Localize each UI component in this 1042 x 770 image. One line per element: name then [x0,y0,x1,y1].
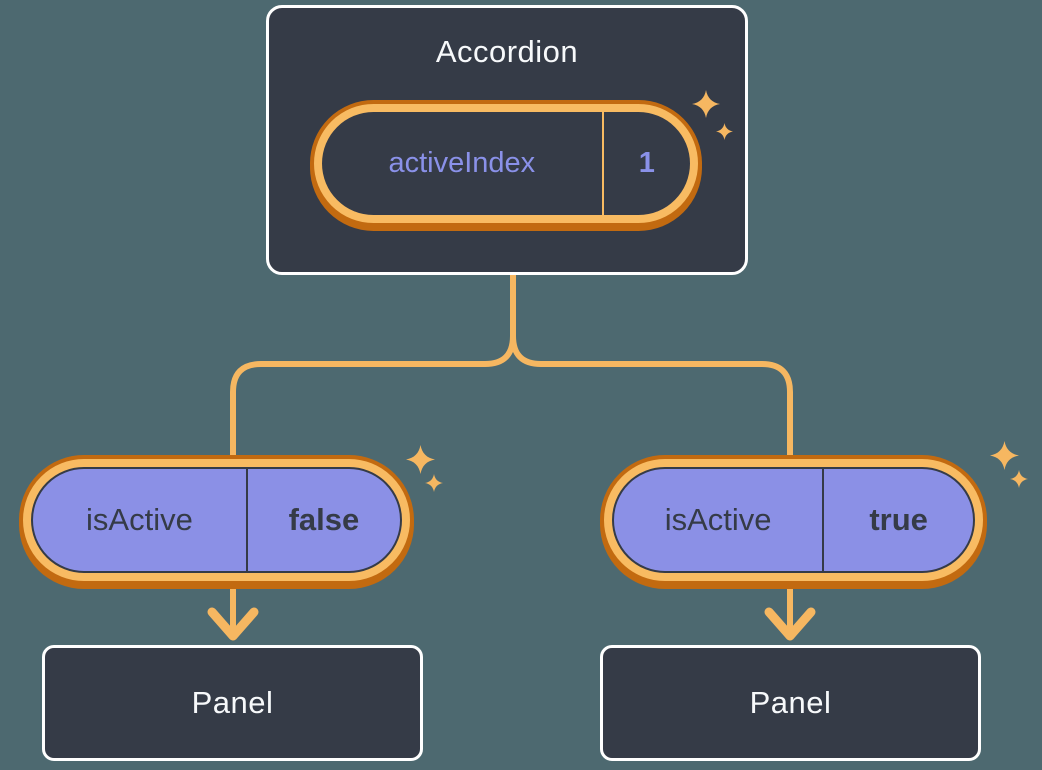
connector-right-branch [510,250,793,632]
panel-label: Panel [749,685,832,720]
panel-label: Panel [191,685,274,720]
sparkle-icon [692,90,720,118]
sparkle-icon [406,445,435,474]
prop-name: isActive [86,502,193,537]
panel-box: Panel [42,645,423,761]
state-value: 1 [638,147,655,179]
sparkle-icon [1010,470,1028,488]
pill-divider [601,112,604,215]
arrow-down-icon [764,607,816,641]
arrow-down-icon [207,607,259,641]
prop-pill-false: isActive false [19,455,414,585]
state-pill: activeIndex 1 [310,100,702,227]
prop-value: true [869,502,928,537]
prop-pill-true: isActive true [600,455,987,585]
prop-value: false [288,502,360,537]
sparkle-icon [990,441,1019,470]
pill-divider [245,469,248,571]
pill-divider [822,469,825,571]
sparkle-icon [425,474,443,492]
sparkle-icon [716,123,733,140]
panel-box: Panel [600,645,981,761]
prop-name: isActive [664,502,772,537]
state-name: activeIndex [388,147,536,179]
accordion-title: Accordion [435,34,579,69]
